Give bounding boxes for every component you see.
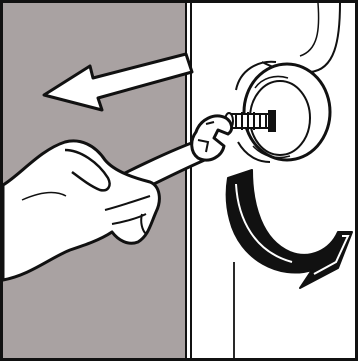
illustration-canvas bbox=[0, 0, 358, 361]
instruction-illustration bbox=[0, 0, 358, 361]
